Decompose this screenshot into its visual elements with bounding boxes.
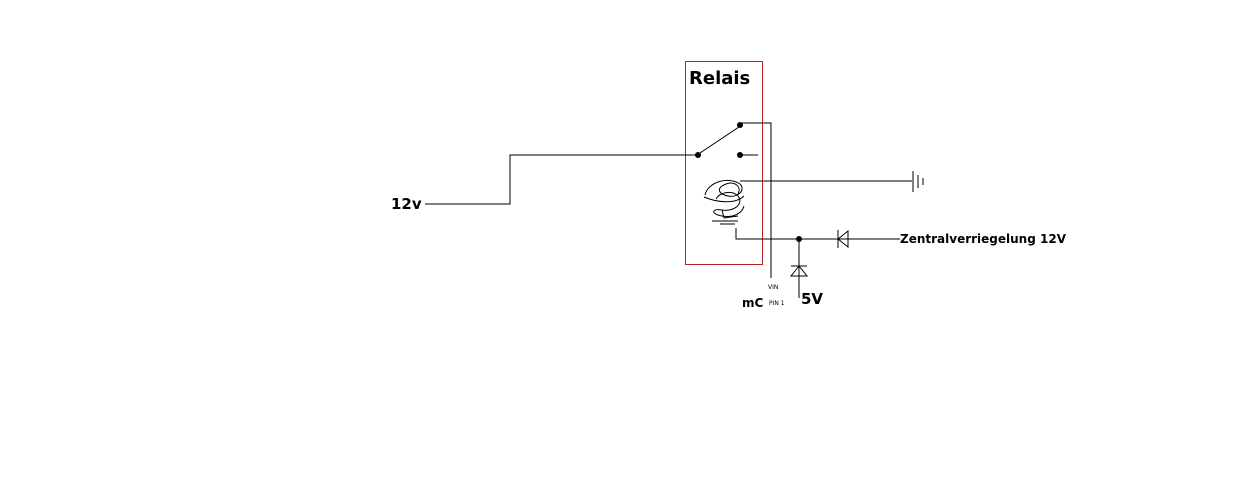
switch-common-contact [695,152,701,158]
relay-coil [703,180,745,225]
wire-coil-to-junction [735,228,900,240]
diode-central-lock-icon [837,229,849,249]
wire-to-vin [740,122,772,278]
relay-box [685,61,763,265]
wire-12v-input [425,154,698,205]
ground-icon [912,171,924,192]
label-12v: 12v [391,195,422,213]
relay-title: Relais [689,68,750,89]
label-vin: VIN [768,284,778,291]
label-5v: 5V [801,290,823,308]
diode-5v-icon [789,265,809,277]
label-pin1: PIN 1 [769,300,785,307]
switch-blade [699,126,740,154]
label-mc: mC [742,296,764,310]
label-central-lock: Zentralverriegelung 12V [900,232,1067,246]
